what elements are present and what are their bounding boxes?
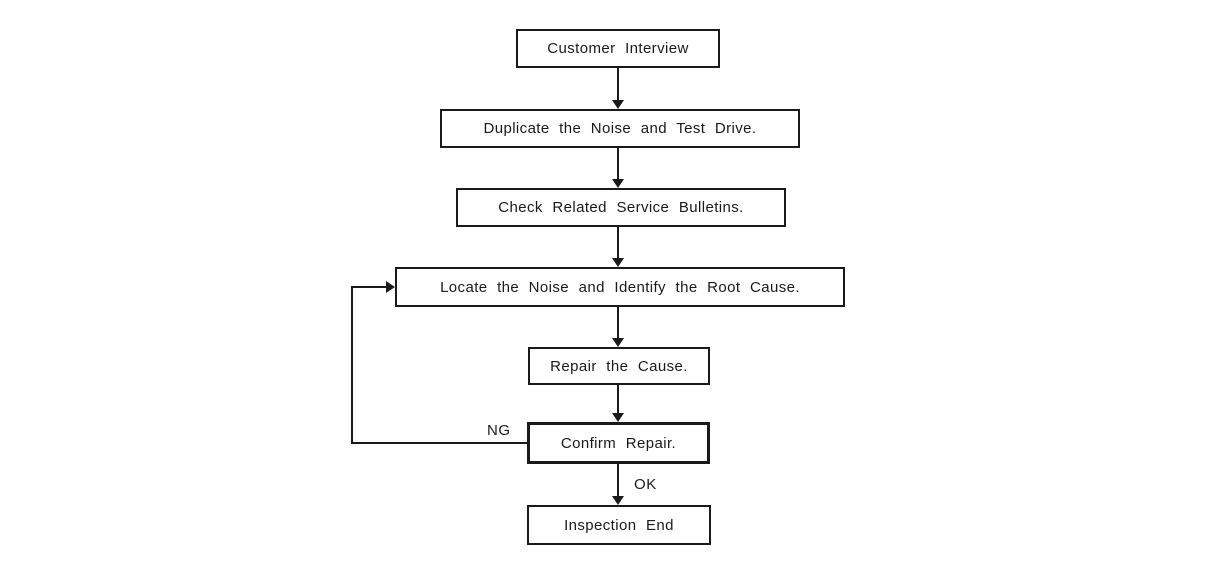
feedback-arrow-into-locate <box>351 281 395 293</box>
node-check-service-bulletins: Check Related Service Bulletins. <box>456 188 786 227</box>
node-repair-cause: Repair the Cause. <box>528 347 710 385</box>
arrow-down-duplicate-to-bulletins <box>612 148 624 188</box>
arrow-down-repair-to-confirm <box>612 385 624 422</box>
node-inspection-end: Inspection End <box>527 505 711 545</box>
arrow-down-bulletins-to-locate <box>612 227 624 267</box>
arrow-down-locate-to-repair <box>612 307 624 347</box>
node-duplicate-noise-test-drive: Duplicate the Noise and Test Drive. <box>440 109 800 148</box>
arrow-down-customer-to-duplicate <box>612 68 624 109</box>
node-customer-interview: Customer Interview <box>516 29 720 68</box>
node-confirm-repair: Confirm Repair. <box>527 422 710 464</box>
feedback-line-bottom <box>351 442 527 444</box>
feedback-line-vertical <box>351 287 353 444</box>
edge-label-ok: OK <box>634 476 657 493</box>
arrow-down-confirm-to-end <box>612 464 624 505</box>
edge-label-ng: NG <box>487 422 511 439</box>
node-locate-noise-root-cause: Locate the Noise and Identify the Root C… <box>395 267 845 307</box>
